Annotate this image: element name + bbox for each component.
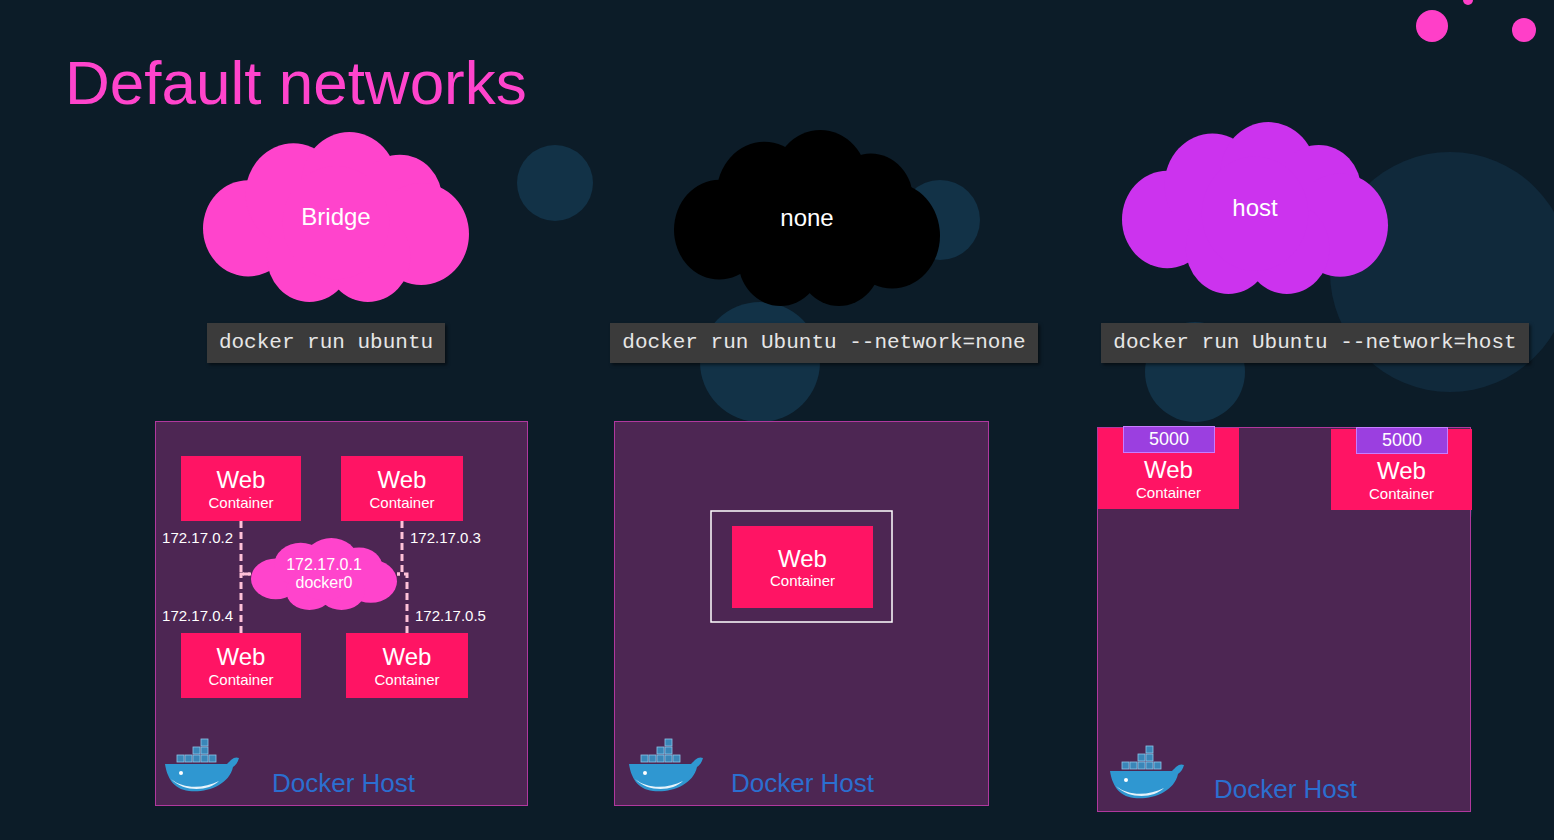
web-container: WebContainer	[346, 633, 468, 698]
ip-address: 172.17.0.4	[160, 607, 235, 625]
panel-fills	[155, 421, 1471, 812]
command-box: docker run Ubuntu --network=none	[610, 323, 1037, 363]
node-label: Web	[778, 545, 827, 573]
isolation-box	[711, 511, 892, 622]
docker-host-panel: Docker Host WebContainer	[614, 421, 989, 806]
web-container: WebContainer 5000	[1098, 428, 1239, 509]
command-box: docker run Ubuntu --network=host	[1101, 323, 1528, 363]
node-label: docker run Ubuntu --network=none	[622, 323, 1025, 363]
node-label: Docker Host	[272, 768, 415, 799]
docker-host-panel: Docker HostWebContainer5000WebContainer5…	[1097, 427, 1471, 812]
ip-address: 172.17.0.3	[408, 529, 483, 547]
node-label: docker run ubuntu	[219, 323, 433, 363]
network-link	[241, 521, 251, 574]
node-label: Bridge	[301, 203, 370, 231]
web-container: WebContainer	[341, 456, 463, 521]
node-sublabel: Container	[770, 572, 835, 589]
node-label: Web	[378, 466, 427, 494]
docker-whale	[629, 739, 703, 791]
network-link	[241, 574, 251, 633]
node-sublabel: Container	[369, 494, 434, 511]
cloud-puff	[283, 166, 389, 279]
web-container: WebContainer	[181, 633, 301, 698]
node-label: 5000	[1382, 430, 1422, 451]
node-label: none	[780, 204, 833, 232]
node-label: 172.17.0.1 docker0	[276, 556, 372, 591]
node-label: Web	[217, 643, 266, 671]
docker-whale	[1110, 746, 1184, 798]
network-cloud: Bridge	[203, 132, 469, 302]
node-sublabel: Container	[1369, 485, 1434, 502]
node-label: Web	[1377, 457, 1426, 485]
node-label: Web	[217, 466, 266, 494]
network-cloud: none	[674, 130, 940, 306]
node-sublabel: Container	[1136, 484, 1201, 501]
web-container: WebContainer	[732, 526, 873, 608]
bridge-cloud: 172.17.0.1 docker0	[251, 538, 397, 610]
slide-title: Default networks	[65, 52, 527, 114]
node-label: docker run Ubuntu --network=host	[1113, 323, 1516, 363]
network-cloud: host	[1122, 122, 1388, 294]
port-tab: 5000	[1356, 427, 1448, 454]
cloud-puff	[754, 165, 860, 282]
command-box: docker run ubuntu	[207, 323, 445, 363]
node-label: host	[1232, 194, 1277, 222]
cloud-puff	[1202, 156, 1308, 271]
ip-address: 172.17.0.5	[413, 607, 488, 625]
node-sublabel: Container	[374, 671, 439, 688]
node-label: Web	[1144, 456, 1193, 484]
node-sublabel: Container	[208, 494, 273, 511]
node-label: 5000	[1149, 429, 1189, 450]
node-label: Docker Host	[731, 768, 874, 799]
ip-address: 172.17.0.2	[160, 529, 235, 547]
docker-host-panel: Docker HostWebContainerWebContainer172.1…	[155, 421, 528, 806]
web-container: WebContainer	[181, 456, 301, 521]
network-link	[397, 521, 402, 574]
node-label: Docker Host	[1214, 774, 1357, 805]
port-tab: 5000	[1123, 426, 1215, 453]
web-container: WebContainer 5000	[1331, 429, 1472, 510]
docker-whale	[165, 739, 239, 791]
node-label: Web	[383, 643, 432, 671]
network-link	[397, 574, 407, 633]
node-sublabel: Container	[208, 671, 273, 688]
